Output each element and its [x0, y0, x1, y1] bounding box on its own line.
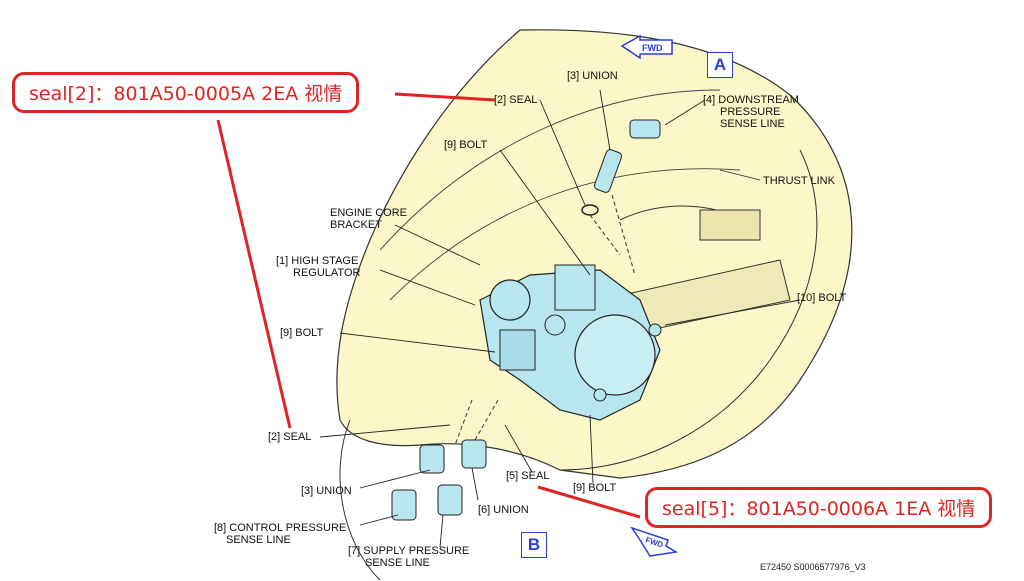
label-union3-bottom: [3] UNION: [301, 485, 352, 497]
engine-cowl-shape: [336, 29, 853, 479]
label-seal2-bottom: [2] SEAL: [268, 431, 312, 443]
fwd-arrow-bottom-shape: [630, 526, 679, 557]
label-regulator-1: [1] HIGH STAGE: [276, 255, 359, 267]
view-a-label: A: [707, 52, 733, 78]
label-bolt9-top: [9] BOLT: [444, 139, 488, 151]
fwd-arrow-top-label: FWD: [642, 43, 663, 53]
label-downstream-3: SENSE LINE: [720, 118, 785, 130]
label-seal2-top: [2] SEAL: [494, 94, 538, 106]
label-bolt9-bottom: [9] BOLT: [573, 482, 617, 494]
label-downstream-1: [4] DOWNSTREAM: [703, 94, 799, 106]
label-control-1: [8] CONTROL PRESSURE: [214, 522, 347, 534]
figure-id: E72450 S0006577976_V3: [760, 562, 866, 572]
label-downstream-2: PRESSURE: [720, 106, 781, 118]
seal5-callout: seal[5]：801A50-0006A 1EA 视情: [645, 487, 993, 528]
label-bracket-1: ENGINE CORE: [330, 207, 408, 219]
label-thrust-link: THRUST LINK: [763, 175, 835, 187]
seal2-callout: seal[2]：801A50-0005A 2EA 视情: [12, 72, 360, 113]
label-bracket-2: BRACKET: [330, 219, 382, 231]
view-b-label: B: [521, 532, 547, 558]
label-union3-top: [3] UNION: [567, 70, 618, 82]
label-supply-2: SENSE LINE: [365, 557, 430, 569]
label-supply-1: [7] SUPPLY PRESSURE: [348, 545, 470, 557]
label-control-2: SENSE LINE: [226, 534, 291, 546]
label-bolt9-left: [9] BOLT: [280, 327, 324, 339]
label-regulator-2: REGULATOR: [293, 267, 361, 279]
label-seal5: [5] SEAL: [506, 470, 550, 482]
engine-cowl-inner: [559, 149, 818, 471]
label-bolt10: [10] BOLT: [797, 292, 847, 304]
label-union6: [6] UNION: [478, 504, 529, 516]
engine-cowl-edge: [339, 419, 381, 581]
fwd-arrow-top-shape: [620, 34, 673, 60]
